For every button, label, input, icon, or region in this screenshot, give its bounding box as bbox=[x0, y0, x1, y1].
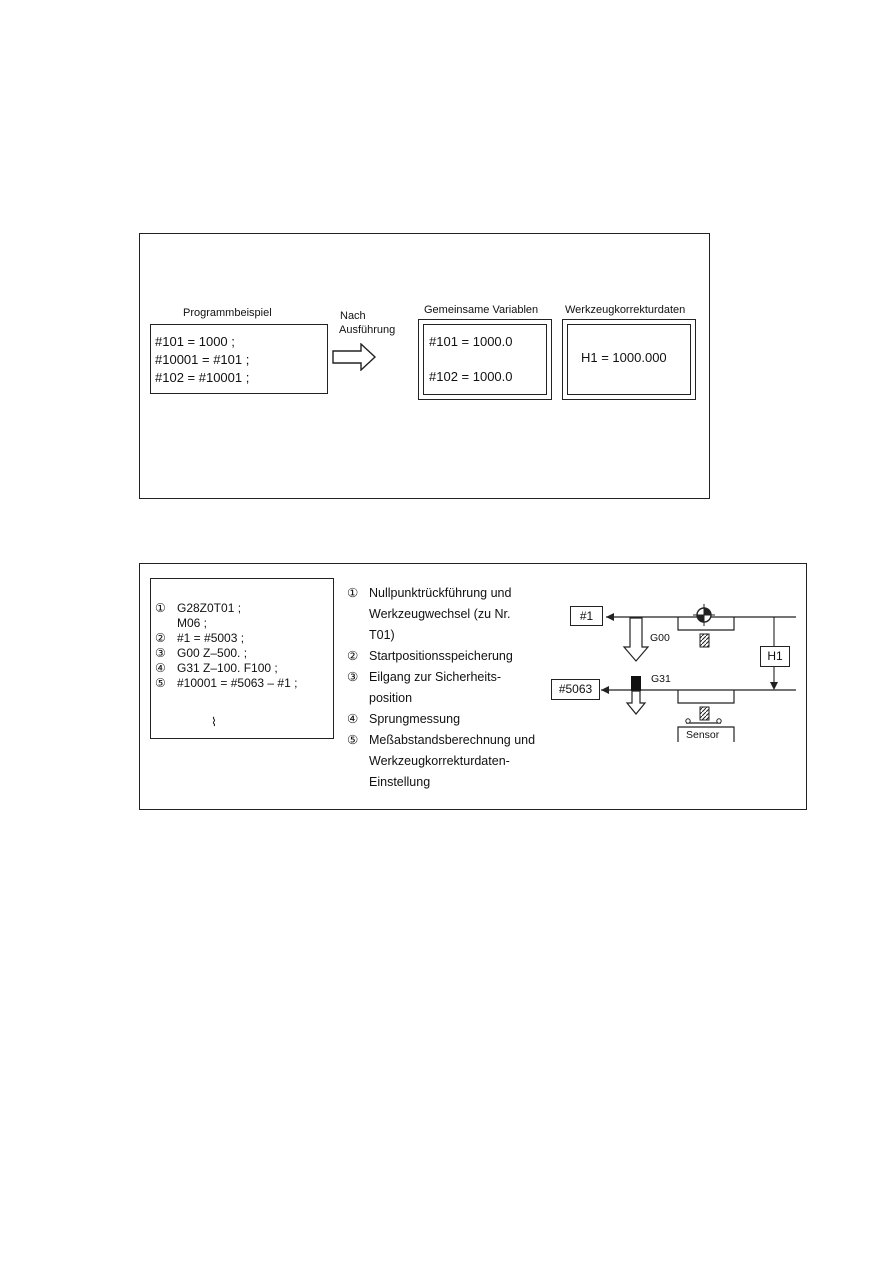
g31-block bbox=[631, 676, 641, 691]
description-step-4: ④ Sprungmessung bbox=[347, 712, 461, 726]
tool-offset-title: Werkzeugkorrekturdaten bbox=[565, 304, 686, 316]
spindle-bottom bbox=[677, 690, 735, 704]
after-execution-label-2: Ausführung bbox=[339, 324, 396, 336]
h1-box: H1 bbox=[760, 646, 790, 667]
macro-code-box: ① G28Z0T01 ; M06 ; ② #1 = #5003 ; ③ G00 Z–5… bbox=[150, 578, 334, 739]
variable-5063-box: #5063 bbox=[551, 679, 600, 700]
code-line: #1 = #5003 ; bbox=[177, 631, 245, 645]
macro-code-lines: ① G28Z0T01 ; M06 ; ② #1 = #5003 ; ③ G00 Z–5… bbox=[155, 601, 297, 691]
program-line-1: #101 = 1000 ; bbox=[155, 334, 235, 349]
code-step-num: ④ bbox=[155, 661, 166, 675]
g31-arrow-icon bbox=[625, 690, 647, 715]
g00-label: G00 bbox=[650, 632, 670, 644]
program-line-2: #10001 = #101 ; bbox=[155, 352, 250, 367]
program-example-title: Programmbeispiel bbox=[183, 307, 272, 319]
tool-offset-box: H1 = 1000.000 bbox=[562, 319, 696, 400]
code-line: #10001 = #5063 – #1 ; bbox=[177, 676, 298, 690]
variable-1-box: #1 bbox=[570, 606, 603, 626]
after-execution-label-1: Nach bbox=[340, 310, 366, 322]
figure-1-frame bbox=[139, 233, 710, 499]
figure-2-frame bbox=[139, 563, 807, 810]
code-step-num: ② bbox=[155, 631, 166, 645]
code-line: G31 Z–100. F100 ; bbox=[177, 661, 278, 675]
common-variable-102: #102 = 1000.0 bbox=[429, 369, 513, 384]
tool-top bbox=[699, 633, 710, 648]
description-step-3: ③ Eilgang zur Sicherheits-position bbox=[347, 670, 502, 705]
common-variables-box: #101 = 1000.0 #102 = 1000.0 bbox=[418, 319, 552, 400]
code-step-num: ① bbox=[155, 601, 166, 615]
sensor-bracket bbox=[677, 726, 735, 742]
g31-label: G31 bbox=[651, 673, 671, 685]
common-variable-101: #101 = 1000.0 bbox=[429, 334, 513, 349]
common-variables-title: Gemeinsame Variablen bbox=[424, 304, 539, 316]
code-line: G28Z0T01 ; bbox=[177, 601, 242, 615]
g00-arrow-icon bbox=[622, 617, 650, 662]
arrow-to-var2 bbox=[601, 686, 609, 694]
code-step-num: ⑤ bbox=[155, 676, 166, 690]
tool-offset-value: H1 = 1000.000 bbox=[581, 350, 667, 365]
measurement-diagram bbox=[601, 604, 796, 742]
description-step-2: ② Startpositionsspeicherung bbox=[347, 649, 513, 663]
code-line: M06 ; bbox=[177, 616, 208, 630]
spindle-top bbox=[677, 617, 735, 631]
code-step-num: ③ bbox=[155, 646, 166, 660]
code-line: G00 Z–500. ; bbox=[177, 646, 248, 660]
program-line-3: #102 = #10001 ; bbox=[155, 370, 250, 385]
code-continuation-mark: ⌇ bbox=[211, 715, 217, 729]
tool-bottom bbox=[699, 706, 710, 721]
sensor-label: Sensor bbox=[686, 729, 720, 741]
right-arrow-icon bbox=[332, 343, 377, 371]
program-example-box: #101 = 1000 ; #10001 = #101 ; #102 = #10… bbox=[150, 324, 328, 394]
arrow-to-var1 bbox=[606, 613, 614, 621]
